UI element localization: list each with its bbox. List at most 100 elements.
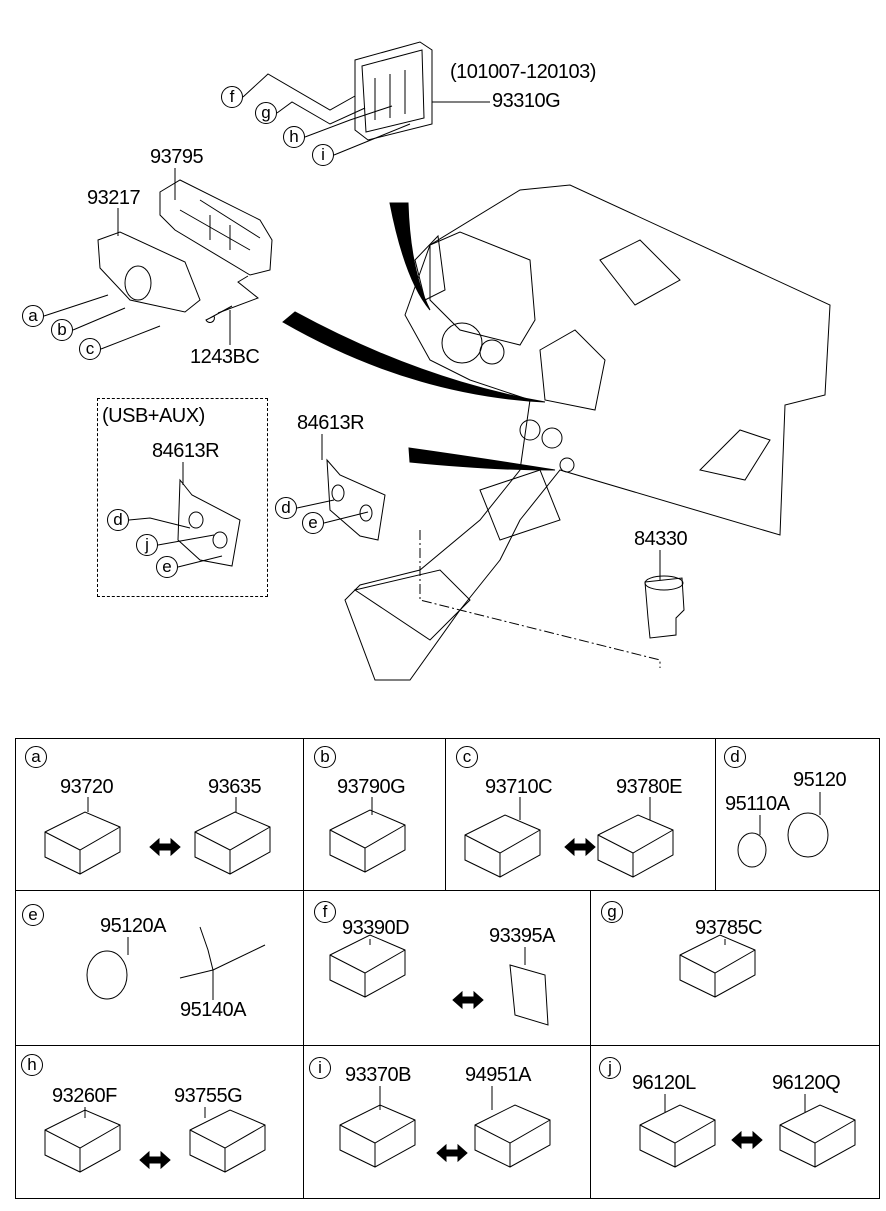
cell-h	[15, 1045, 304, 1199]
panel-93217	[97, 231, 201, 313]
part-label-96120Q[interactable]: 96120Q	[772, 1072, 841, 1094]
part-label-93785C[interactable]: 93785C	[695, 917, 763, 939]
switch-93260F-edge	[44, 1124, 121, 1172]
part-label-95110A[interactable]: 95110A	[725, 793, 790, 815]
cell-f	[303, 890, 591, 1046]
callout-i[interactable]: i	[312, 144, 334, 166]
pointer-arrow-bottom	[408, 447, 556, 471]
screw-1243BC	[205, 305, 233, 323]
callout-c[interactable]: c	[79, 338, 101, 360]
module-96120L-edge	[639, 1119, 716, 1167]
interchange-arrow-j	[731, 1130, 763, 1150]
cell-j	[590, 1045, 880, 1199]
switch-93370B-edge	[339, 1119, 416, 1167]
callout-d-usb[interactable]: d	[107, 509, 129, 531]
cell-c	[445, 738, 716, 891]
part-label-84613R-usb[interactable]: 84613R	[152, 440, 220, 462]
socket-95120A	[86, 950, 128, 1000]
instrument-cluster	[429, 231, 536, 346]
part-label-93260F[interactable]: 93260F	[52, 1085, 117, 1107]
harness-95140A	[179, 926, 214, 979]
interchange-arrow-f	[452, 990, 484, 1010]
callout-f[interactable]: f	[221, 86, 243, 108]
leader-d-usb	[128, 517, 191, 529]
cell-key-a: a	[25, 746, 47, 768]
part-label-93720[interactable]: 93720	[60, 776, 114, 798]
gauge-right	[479, 339, 505, 365]
leader-screw	[217, 275, 259, 314]
part-label-93217[interactable]: 93217	[87, 187, 141, 209]
cup-holder	[353, 569, 471, 641]
interchange-arrow-i	[436, 1143, 468, 1163]
part-label-93390D[interactable]: 93390D	[342, 917, 410, 939]
interchange-arrow-a	[149, 837, 181, 857]
part-label-95120[interactable]: 95120	[793, 769, 847, 791]
switch-93790G	[329, 809, 406, 873]
part-label-84330[interactable]: 84330	[634, 528, 688, 550]
part-label-93395A[interactable]: 93395A	[489, 925, 555, 947]
callout-h[interactable]: h	[283, 126, 305, 148]
part-label-95140A[interactable]: 95140A	[180, 999, 246, 1021]
socket-d-icon	[331, 484, 345, 502]
part-label-95120A[interactable]: 95120A	[100, 915, 166, 937]
leader-f	[242, 73, 356, 111]
bezel-93310G-slots	[374, 70, 406, 120]
pointer-arrow-top	[389, 202, 431, 311]
socket-95120	[787, 812, 829, 858]
module-96120Q-edge	[779, 1119, 856, 1167]
aux-port-icon	[212, 531, 228, 549]
part-label-93795[interactable]: 93795	[150, 146, 204, 168]
part-label-1243BC[interactable]: 1243BC	[190, 346, 260, 368]
switch-93790G-edge	[329, 824, 406, 872]
harness-95140A-branch	[212, 944, 266, 971]
switch-94951A	[474, 1104, 551, 1168]
part-label-84613R[interactable]: 84613R	[297, 412, 365, 434]
callout-e[interactable]: e	[302, 512, 324, 534]
switch-93390D-edge	[329, 949, 406, 997]
callout-g[interactable]: g	[255, 102, 277, 124]
module-96120L	[639, 1104, 716, 1168]
part-label-93755G[interactable]: 93755G	[174, 1085, 243, 1107]
panel-93217-hole	[124, 265, 152, 301]
socket-84330-top	[644, 575, 684, 591]
panel-84613R	[326, 458, 386, 541]
part-label-94951A[interactable]: 94951A	[465, 1064, 531, 1086]
part-label-96120L[interactable]: 96120L	[632, 1072, 696, 1094]
leader-84330-dashdot	[419, 530, 661, 668]
switch-93710C	[464, 814, 541, 878]
leader-d	[296, 499, 335, 509]
switch-94951A-edge	[474, 1119, 551, 1167]
callout-e-usb[interactable]: e	[156, 556, 178, 578]
part-label-93780E[interactable]: 93780E	[616, 776, 682, 798]
part-label-93710C[interactable]: 93710C	[485, 776, 553, 798]
usb-aux-label: (USB+AUX)	[102, 405, 205, 427]
switch-93720-edge	[44, 826, 121, 874]
part-label-93310G[interactable]: 93310G	[492, 90, 561, 112]
part-label-93370B[interactable]: 93370B	[345, 1064, 411, 1086]
switch-93635-edge	[194, 826, 271, 874]
callout-b[interactable]: b	[51, 319, 73, 341]
part-label-93790G[interactable]: 93790G	[337, 776, 406, 798]
interchange-arrow-c	[564, 837, 596, 857]
leader-e-usb	[177, 555, 223, 568]
cell-a	[15, 738, 304, 891]
switch-93755G	[189, 1109, 266, 1173]
center-stack	[539, 329, 606, 411]
callout-d[interactable]: d	[275, 497, 297, 519]
bracket-93795	[159, 179, 273, 276]
switch-93710C-edge	[464, 829, 541, 877]
cap-93395A	[509, 964, 549, 1026]
part-label-93635[interactable]: 93635	[208, 776, 262, 798]
cell-e	[15, 890, 304, 1046]
knob-1	[519, 419, 541, 441]
cell-key-h: h	[21, 1054, 43, 1076]
leader-g	[276, 101, 366, 125]
dashboard-outline	[344, 184, 831, 681]
cell-key-g: g	[601, 901, 623, 923]
cell-g	[590, 890, 880, 1046]
callout-j-usb[interactable]: j	[136, 534, 158, 556]
callout-a[interactable]: a	[22, 305, 44, 327]
leader-c	[100, 325, 161, 350]
leader-a	[43, 294, 109, 317]
date-range-label: (101007-120103)	[450, 61, 596, 83]
